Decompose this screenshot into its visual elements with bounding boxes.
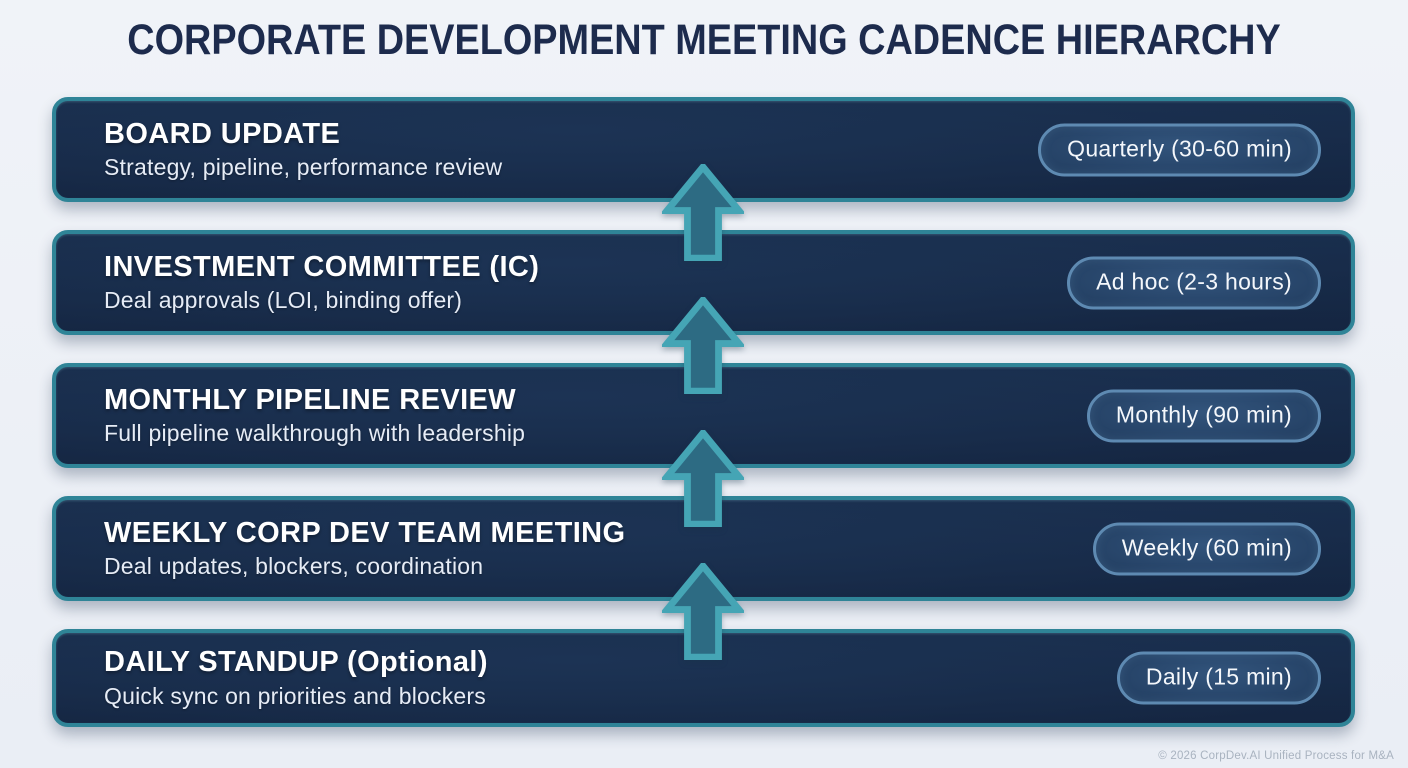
- level-subtitle: Deal updates, blockers, coordination: [104, 553, 484, 580]
- up-arrow-icon: [662, 563, 744, 660]
- level-title: DAILY STANDUP (Optional): [104, 646, 488, 679]
- level-title: WEEKLY CORP DEV TEAM MEETING: [104, 516, 626, 549]
- cadence-badge: Weekly (60 min): [1092, 522, 1321, 575]
- level-board-update: BOARD UPDATE Strategy, pipeline, perform…: [52, 97, 1355, 202]
- cadence-badge: Daily (15 min): [1116, 651, 1321, 705]
- level-subtitle: Quick sync on priorities and blockers: [104, 682, 486, 709]
- up-arrow-icon: [662, 164, 744, 261]
- up-arrow-icon: [662, 430, 744, 527]
- cadence-badge: Ad hoc (2-3 hours): [1067, 256, 1321, 309]
- level-subtitle: Strategy, pipeline, performance review: [104, 154, 503, 181]
- level-subtitle: Full pipeline walkthrough with leadershi…: [104, 420, 526, 447]
- up-arrow-icon: [662, 297, 744, 394]
- level-daily-standup: DAILY STANDUP (Optional) Quick sync on p…: [52, 629, 1355, 727]
- copyright-note: © 2026 CorpDev.AI Unified Process for M&…: [1158, 750, 1394, 762]
- level-investment-committee: INVESTMENT COMMITTEE (IC) Deal approvals…: [52, 230, 1355, 335]
- level-monthly-pipeline-review: MONTHLY PIPELINE REVIEW Full pipeline wa…: [52, 363, 1355, 468]
- page-title: CORPORATE DEVELOPMENT MEETING CADENCE HI…: [127, 16, 1281, 64]
- level-title: INVESTMENT COMMITTEE (IC): [104, 250, 540, 283]
- cadence-badge: Monthly (90 min): [1086, 389, 1321, 442]
- level-subtitle: Deal approvals (LOI, binding offer): [104, 287, 463, 314]
- level-title: MONTHLY PIPELINE REVIEW: [104, 383, 517, 416]
- level-title: BOARD UPDATE: [104, 117, 341, 150]
- cadence-badge: Quarterly (30-60 min): [1038, 123, 1321, 176]
